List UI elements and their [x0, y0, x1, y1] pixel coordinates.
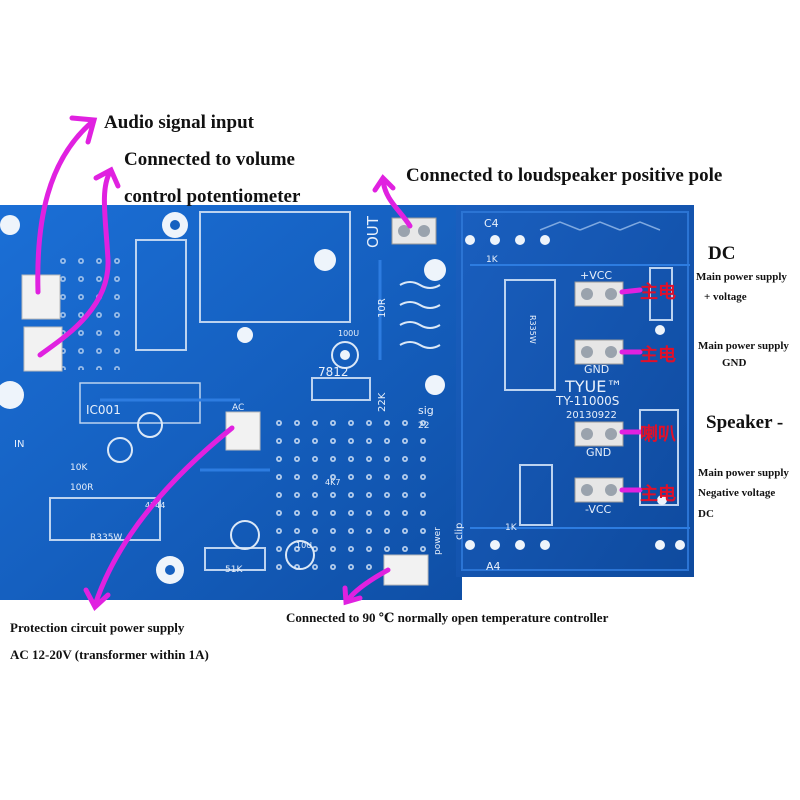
label-ac: AC — [232, 403, 244, 413]
label-power: power — [433, 527, 443, 555]
label-r335w-b: R335W — [90, 533, 122, 543]
caption-gnd-supply-line2: GND — [722, 357, 747, 369]
label-100u: 100U — [338, 329, 359, 338]
label-c4: C4 — [484, 217, 499, 230]
label-a4: A4 — [486, 560, 501, 573]
label-10k: 10K — [70, 463, 88, 473]
cjk-main-power-b: 主电 — [640, 345, 676, 366]
label-ic001: IC001 — [86, 403, 121, 417]
arrowhead-speaker-pos — [372, 174, 396, 193]
arrow-speaker-pos — [380, 177, 413, 229]
caption-temp-controller: Connected to 90 ℃ normally open temperat… — [286, 610, 609, 625]
label-gnd-2: GND — [586, 446, 611, 459]
label-date: 20130922 — [566, 410, 617, 421]
caption-speaker-positive: Connected to loudspeaker positive pole — [406, 165, 723, 186]
label-51k: 51K — [225, 565, 243, 575]
cjk-speaker: 喇叭 — [640, 424, 676, 445]
caption-protection-line1: Protection circuit power supply — [10, 620, 185, 635]
label-sig: sig — [418, 404, 434, 417]
arrow-protection — [92, 425, 235, 608]
caption-gnd-supply-line1: Main power supply — [698, 340, 789, 352]
label-1k-a: 1K — [486, 255, 499, 265]
label-brand: TYUE™ — [564, 377, 622, 396]
label-in: IN — [14, 439, 24, 450]
arrow-vcc-pos — [619, 287, 643, 295]
arrowhead-temp — [342, 585, 363, 606]
caption-speaker-negative: Speaker - — [706, 412, 784, 433]
label-model: TY-11000S — [555, 394, 619, 408]
caption-volume-line1: Connected to volume — [124, 149, 295, 170]
label-22k: 22K — [377, 392, 388, 412]
caption-neg-supply-line2: Negative voltage — [698, 487, 776, 499]
arrow-audio-input — [35, 119, 95, 295]
label-100r: 100R — [70, 483, 93, 493]
caption-audio-input: Audio signal input — [104, 112, 254, 133]
arrowhead-volume — [93, 166, 121, 189]
arrow-volume — [37, 169, 113, 358]
label-10u: 10U — [296, 541, 312, 550]
label-gnd-1: GND — [584, 363, 609, 376]
arrowhead-audio-input — [69, 115, 98, 145]
label-1k-b: 1K — [505, 523, 518, 533]
caption-pos-supply-line2: + voltage — [704, 291, 747, 303]
caption-protection-line2: AC 12-20V (transformer within 1A) — [10, 647, 209, 662]
left-pcb-board — [0, 205, 462, 600]
silkscreen-text: OUT C4 1K +VCC GND TYUE™ TY-11000S 20130… — [14, 215, 622, 575]
label-4k7: 4K7 — [325, 478, 340, 487]
caption-volume-line2: control potentiometer — [124, 186, 301, 207]
label-vcc-pos: +VCC — [580, 269, 612, 282]
caption-pos-supply-line1: Main power supply — [696, 271, 787, 283]
label-clip: clip — [454, 523, 465, 540]
cjk-main-power-a: 主电 — [640, 282, 676, 303]
caption-neg-supply-line3: DC — [698, 508, 714, 520]
cjk-main-power-c: 主电 — [640, 484, 676, 505]
label-r335w-a: R335W — [528, 315, 537, 344]
caption-neg-supply-line1: Main power supply — [698, 467, 789, 479]
arrow-temp — [345, 567, 391, 603]
right-pcb-board — [456, 205, 694, 577]
label-out: OUT — [364, 215, 382, 248]
annotation-arrows — [35, 115, 643, 612]
label-vcc-neg: -VCC — [585, 503, 612, 516]
label-22: 22 — [418, 421, 429, 431]
caption-dc: DC — [708, 243, 736, 264]
label-10r: 10R — [377, 298, 388, 318]
label-7812: 7812 — [318, 365, 349, 379]
arrowhead-protection — [83, 587, 111, 612]
